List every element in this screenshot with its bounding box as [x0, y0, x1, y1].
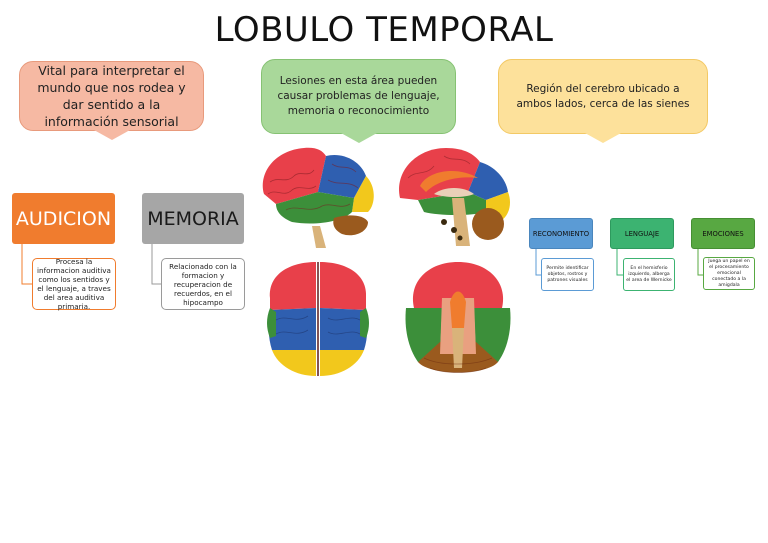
location-text: Región del cerebro ubicado a ambos lados…: [516, 82, 690, 110]
location-bubble: Región del cerebro ubicado a ambos lados…: [498, 59, 708, 143]
page-title: LOBULO TEMPORAL: [214, 10, 554, 50]
brain-lateral-view-illustration: [262, 147, 374, 248]
audicion-connector: [21, 244, 34, 285]
lenguaje-note: En el hemisferio izquierdo, alberga el a…: [623, 258, 675, 291]
memoria-connector: [151, 244, 164, 285]
memoria-header: MEMORIA: [142, 193, 244, 244]
reconocimiento-connector: [535, 249, 543, 276]
lesions-text: Lesiones en esta área pueden causar prob…: [277, 75, 440, 117]
brain-superior-view-illustration: [267, 262, 369, 376]
function-bubble: Vital para interpretar el mundo que nos …: [19, 61, 204, 140]
reconocimiento-header: RECONOMIENTO: [529, 218, 593, 249]
brain-inferior-view-illustration: [405, 262, 511, 373]
lenguaje-note-text: En el hemisferio izquierdo, alberga el a…: [626, 265, 672, 283]
emociones-note: Juega un papel en el procesamiento emoci…: [703, 257, 755, 290]
bubble-tail: [340, 133, 377, 143]
memoria-note: Relacionado con la formacion y recuperac…: [161, 258, 245, 310]
function-text: Vital para interpretar el mundo que nos …: [37, 63, 186, 129]
memoria-note-text: Relacionado con la formacion y recuperac…: [169, 261, 237, 307]
emociones-header: EMOCIONES: [691, 218, 755, 249]
lenguaje-connector: [616, 249, 624, 276]
bubble-tail: [585, 133, 621, 143]
reconocimiento-note-text: Permite identificar objetos, rostros y p…: [546, 265, 589, 283]
lenguaje-header: LENGUAJE: [610, 218, 674, 249]
brain-sagittal-view-illustration: [399, 148, 510, 246]
audicion-header: AUDICION: [12, 193, 115, 244]
audicion-note-text: Procesa la informacion auditiva como los…: [37, 257, 111, 311]
lesions-bubble: Lesiones en esta área pueden causar prob…: [261, 59, 456, 143]
emociones-connector: [697, 249, 705, 276]
emociones-note-text: Juega un papel en el procesamiento emoci…: [708, 258, 750, 288]
bubble-tail: [93, 130, 130, 140]
audicion-note: Procesa la informacion auditiva como los…: [32, 257, 116, 311]
reconocimiento-note: Permite identificar objetos, rostros y p…: [541, 258, 594, 291]
